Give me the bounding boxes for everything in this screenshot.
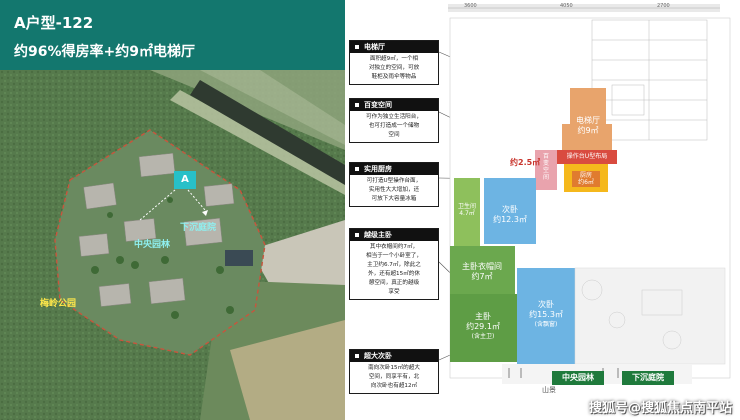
callout-title: 越级主卧 xyxy=(350,229,438,241)
floor-plan: 3600 4050 2700 电梯厅 约9㎡ 百变空间 操作台U型布局 厨房 约… xyxy=(442,0,740,420)
room-area: 约7㎡ xyxy=(471,272,493,281)
park-label: 梅岭公园 xyxy=(40,299,77,309)
callout-master-bedroom: 越级主卧 其中衣帽间约7㎡， 相当于一个小卧室了， 主卫约6.7㎡，除此之 外，… xyxy=(349,228,439,300)
central-garden-label: 中央园林 xyxy=(134,240,171,250)
room-bathroom: 卫生间 4.7㎡ xyxy=(458,203,476,217)
callout-line: 主卫约6.7㎡，除此之 xyxy=(367,262,421,268)
callout-line: 享受 xyxy=(388,289,400,295)
dimension-label: 2700 xyxy=(657,3,670,9)
callout-line: 向次卧也有超12㎡ xyxy=(370,383,418,389)
room-area: 约6㎡ xyxy=(578,179,594,186)
room-area: 约15.3㎡ xyxy=(529,310,563,319)
unit-a-marker: A xyxy=(174,171,196,189)
room-master-bedroom: 主卧 约29.1㎡ (含主卫) xyxy=(466,312,500,342)
callout-title: 电梯厅 xyxy=(350,41,438,53)
callout-line: 南向次卧15㎡的超大 xyxy=(368,365,420,371)
callout-line: 相当于一个小卧室了， xyxy=(366,253,422,259)
callout-line: 鞋柜及雨伞等物品 xyxy=(371,74,417,80)
sunken-garden-tag: 下沉庭院 xyxy=(622,371,674,385)
callout-flex-space: 百变空间 可作为独立生活阳台， 也可打造成一个储物 空间 xyxy=(349,98,439,143)
dimension-label: 4050 xyxy=(560,3,573,9)
room-closet: 主卧衣帽间 约7㎡ xyxy=(462,262,502,282)
room-area: 约12.3㎡ xyxy=(493,215,527,224)
callout-title: 实用厨房 xyxy=(350,163,438,175)
room-name: 电梯厅 xyxy=(576,116,600,125)
callout-line: 也可打造成一个储物 xyxy=(368,123,420,129)
callout-title: 超大次卧 xyxy=(350,350,438,362)
unit-subtitle: 约96%得房率+约9㎡电梯厅 xyxy=(14,44,195,60)
central-garden-tag: 中央园林 xyxy=(552,371,604,385)
room-name: 次卧 xyxy=(502,205,518,214)
room-name: 厨房 xyxy=(579,172,593,179)
callout-line: 空间 xyxy=(388,132,400,138)
dimension-label: 3600 xyxy=(464,3,477,9)
room-kitchen: 厨房 约6㎡ xyxy=(578,172,594,186)
room-note: (含飘窗) xyxy=(534,321,558,328)
room-name: 主卧 xyxy=(475,312,491,321)
callout-elevator-hall: 电梯厅 面积超9㎡，一个相 对独立的空间，可放 鞋柜及雨伞等物品 xyxy=(349,40,439,85)
unit-title: A户型-122 xyxy=(14,14,94,32)
mountain-label: 山景 xyxy=(542,386,556,394)
kitchen-layout-label: 操作台U型布局 xyxy=(566,153,608,160)
watermark: 搜狐号@搜狐焦点南平站 xyxy=(588,401,732,416)
room-area: 约29.1㎡ xyxy=(466,322,500,331)
callout-line: 可放下大容量冰箱 xyxy=(371,196,417,202)
room-bedroom-3: 次卧 约15.3㎡ (含飘窗) xyxy=(529,300,563,330)
room-flex-space: 百变空间 xyxy=(542,153,549,181)
room-elevator-hall: 电梯厅 约9㎡ xyxy=(576,116,600,136)
callout-kitchen: 实用厨房 可打造U型操作台面， 实用性大大增加，还 可放下大容量冰箱 xyxy=(349,162,439,207)
room-area: 约9㎡ xyxy=(577,126,599,135)
aerial-site-image xyxy=(0,70,345,420)
sunken-garden-label: 下沉庭院 xyxy=(180,223,217,233)
aerial-panel: A户型-122 约96%得房率+约9㎡电梯厅 xyxy=(0,0,345,420)
callout-line: 外，还有超15㎡的休 xyxy=(368,271,420,277)
callout-line: 实用性大大增加，还 xyxy=(368,187,420,193)
title-banner: A户型-122 约96%得房率+约9㎡电梯厅 xyxy=(0,0,345,70)
callout-line: 对独立的空间，可放 xyxy=(368,65,420,71)
flex-area-tag: 约2.5㎡ xyxy=(510,158,541,167)
room-name: 次卧 xyxy=(538,300,554,309)
floor-plan-drawing xyxy=(448,4,731,384)
callout-line: 其中衣帽间约7㎡， xyxy=(369,244,419,250)
callout-line: 可作为独立生活阳台， xyxy=(366,114,422,120)
room-bedroom-2: 次卧 约12.3㎡ xyxy=(493,205,527,225)
callout-line: 面积超9㎡，一个相 xyxy=(369,56,419,62)
callout-line: 空间，同享平有，北 xyxy=(368,374,420,380)
callout-title: 百变空间 xyxy=(350,99,438,111)
room-area: 4.7㎡ xyxy=(459,210,475,217)
room-note: (含主卫) xyxy=(471,333,495,340)
callout-line: 憩空间，真正的越级 xyxy=(368,280,420,286)
room-name: 主卧衣帽间 xyxy=(462,262,502,271)
callout-second-bedroom: 超大次卧 南向次卧15㎡的超大 空间，同享平有，北 向次卧也有超12㎡ xyxy=(349,349,439,394)
callout-line: 可打造U型操作台面， xyxy=(366,178,422,184)
room-name: 卫生间 xyxy=(457,203,477,210)
